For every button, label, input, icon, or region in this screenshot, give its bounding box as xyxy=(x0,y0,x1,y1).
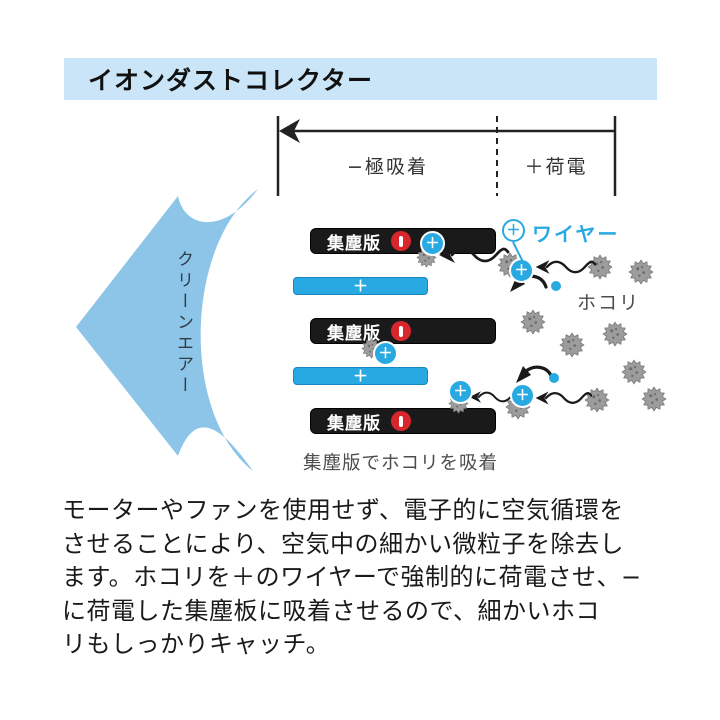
wire-plus-outline-icon: ＋ xyxy=(502,219,525,242)
positive-electrode-bar-1: ＋ xyxy=(293,277,428,295)
dust-particle-icon xyxy=(602,321,628,347)
dust-particle-icon xyxy=(628,259,654,285)
flow-label-negative-adsorption: −極吸着 xyxy=(347,156,428,178)
clean-air-label: クリーンエアー xyxy=(173,250,193,397)
plate-label: 集塵版 xyxy=(327,413,381,434)
title-bar: イオンダストコレクター xyxy=(64,58,657,100)
description-line: させることにより、空気中の細かい微粒子を除去し xyxy=(62,529,625,558)
minus-icon xyxy=(399,325,403,337)
ion-dot-icon xyxy=(549,373,559,383)
description-line: に荷電した集塵板に吸着させるので、細かいホコ xyxy=(62,596,601,625)
wire-plus-circle: ＋ xyxy=(509,258,534,283)
plate-label: 集塵版 xyxy=(327,323,381,344)
minus-badge xyxy=(391,321,411,341)
collector-plate-2: 集塵版 xyxy=(310,318,496,344)
charged-dust-plus-circle: ＋ xyxy=(448,379,473,404)
description-line: モーターやファンを使用せず、電子的に空気循環を xyxy=(62,496,624,524)
diagram-caption: 集塵版でホコリを吸着 xyxy=(303,453,499,474)
flow-label-positive-charging: ＋荷電 xyxy=(524,156,588,178)
plate-label: 集塵版 xyxy=(327,233,381,254)
dust-particle-icon xyxy=(559,332,585,358)
left-arrowhead-icon xyxy=(279,119,300,143)
wavy-arrow-icon xyxy=(437,245,510,265)
description-line: リもしっかりキャッチ。 xyxy=(62,630,331,658)
clean-air-arrow-shape xyxy=(76,189,258,471)
wire-connector-line xyxy=(512,241,526,267)
wire-plus-circle: ＋ xyxy=(510,383,535,408)
collector-plate-3: 集塵版 xyxy=(310,408,496,434)
collector-plate-1: 集塵版 xyxy=(310,228,496,254)
clean-air-arrow-icon xyxy=(76,189,258,471)
dust-particle-icon xyxy=(520,309,546,335)
wavy-arrow-icon xyxy=(534,390,592,406)
minus-badge xyxy=(391,411,411,431)
page-title: イオンダストコレクター xyxy=(88,66,374,95)
dust-particle-icon xyxy=(641,386,667,412)
ion-dot-icon xyxy=(551,281,561,291)
description-paragraph: モーターやファンを使用せず、電子的に空気循環を させることにより、空気中の細かい… xyxy=(62,494,668,662)
description-line: ます。ホコリを＋のワイヤーで強制的に荷電させ、− xyxy=(62,563,642,591)
charged-dust-plus-circle: ＋ xyxy=(420,231,445,256)
minus-icon xyxy=(399,235,403,247)
minus-badge xyxy=(391,231,411,251)
flow-range-bar xyxy=(276,116,617,196)
charged-dust-plus-circle: ＋ xyxy=(373,341,398,366)
positive-electrode-bar-2: ＋ xyxy=(293,367,428,385)
minus-icon xyxy=(399,415,403,427)
dust-particle-icon xyxy=(621,359,647,385)
dust-label: ホコリ xyxy=(577,292,641,314)
wire-label: ワイヤー xyxy=(532,222,620,246)
